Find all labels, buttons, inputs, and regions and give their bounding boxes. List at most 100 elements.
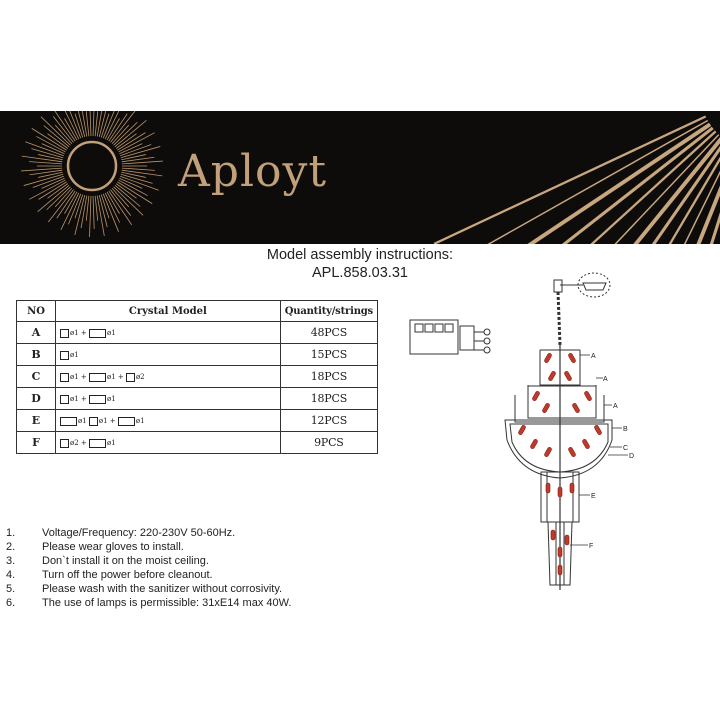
crystal-rect-icon bbox=[60, 416, 77, 426]
row-qty: 15PCS bbox=[279, 343, 379, 366]
sun-ray bbox=[110, 189, 132, 216]
sun-ray bbox=[29, 179, 66, 200]
row-letter: A bbox=[16, 321, 56, 344]
sun-ray bbox=[120, 175, 159, 191]
wiring-terminal-icon bbox=[409, 319, 491, 355]
sun-ray bbox=[102, 111, 115, 139]
bulb-icon bbox=[544, 447, 552, 457]
bulb-icon bbox=[569, 482, 575, 494]
note-item: 2.Please wear gloves to install. bbox=[6, 541, 184, 553]
sun-ray bbox=[633, 137, 720, 244]
sun-ray bbox=[117, 132, 146, 151]
label-b: B bbox=[623, 426, 628, 433]
sun-ray bbox=[119, 143, 143, 155]
table-row: C ø1 + ø1 + ø2 18PCS bbox=[16, 365, 379, 388]
sun-ray bbox=[64, 191, 78, 214]
row-qty: 9PCS bbox=[279, 431, 379, 454]
doc-title: Model assembly instructions: bbox=[266, 247, 454, 263]
sun-ray bbox=[104, 192, 120, 223]
label-d: D bbox=[629, 453, 634, 460]
sun-ray bbox=[487, 119, 709, 244]
table-header-row: NO Crystal Model Quantity/strings bbox=[16, 300, 379, 322]
sun-ray bbox=[47, 189, 74, 223]
row-letter: B bbox=[16, 343, 56, 366]
bulb-icon bbox=[557, 486, 563, 498]
sun-ray bbox=[38, 154, 63, 161]
sun-ray bbox=[64, 111, 80, 140]
sun-ray bbox=[32, 175, 64, 188]
sun-ray bbox=[110, 111, 136, 143]
sun-ray bbox=[98, 195, 108, 228]
sun-ray bbox=[120, 144, 152, 157]
header-qty: Quantity/strings bbox=[279, 300, 379, 322]
sun-ray bbox=[81, 111, 88, 137]
sun-ray bbox=[74, 195, 86, 235]
sun-ray bbox=[120, 173, 153, 184]
sun-ray bbox=[683, 170, 720, 244]
header-no: NO bbox=[16, 300, 56, 322]
label-a: A bbox=[613, 403, 618, 410]
sun-ray bbox=[106, 191, 120, 214]
table-row: A ø1 + ø1 48PCS bbox=[16, 321, 379, 344]
sun-ray bbox=[433, 115, 707, 244]
crystal-rect-icon bbox=[88, 394, 106, 404]
sun-ray bbox=[37, 184, 70, 212]
sun-ray bbox=[121, 167, 155, 171]
sun-ray bbox=[21, 155, 63, 163]
sun-ring bbox=[66, 140, 118, 192]
bulb-icon bbox=[568, 447, 576, 457]
sun-ray bbox=[47, 183, 68, 199]
model-number: APL.858.03.31 bbox=[312, 265, 408, 281]
row-letter: E bbox=[16, 409, 56, 432]
sun-ray bbox=[46, 186, 71, 211]
bulb-icon bbox=[572, 403, 580, 413]
bulb-icon bbox=[530, 439, 538, 449]
bulb-icon bbox=[544, 353, 552, 363]
sun-ray bbox=[114, 120, 147, 148]
sun-ray bbox=[668, 156, 720, 244]
sun-ray bbox=[561, 126, 714, 244]
sun-ray bbox=[92, 111, 95, 137]
sun-ray bbox=[117, 181, 153, 204]
table-row: E ø1 ø1 + ø1 12PCS bbox=[16, 409, 379, 432]
label-a: A bbox=[603, 376, 608, 383]
bulb-icon bbox=[557, 564, 563, 576]
table-row: D ø1 + ø1 18PCS bbox=[16, 387, 379, 410]
sun-ray bbox=[47, 133, 68, 149]
sun-ray bbox=[89, 111, 92, 137]
sunburst-graphic bbox=[21, 111, 720, 244]
sun-ray bbox=[527, 122, 712, 244]
sun-ray bbox=[121, 154, 146, 161]
crystal-square-icon bbox=[60, 394, 69, 404]
sun-ray bbox=[100, 113, 110, 138]
sun-ray bbox=[74, 194, 84, 219]
sun-ray bbox=[696, 185, 720, 244]
crystal-rect-icon bbox=[88, 438, 106, 448]
sun-ray bbox=[121, 160, 163, 165]
bulb-icon bbox=[564, 534, 570, 546]
sun-ray bbox=[651, 145, 720, 244]
sun-ray bbox=[94, 111, 99, 137]
sun-ray bbox=[104, 111, 120, 140]
sun-ray bbox=[85, 195, 90, 221]
sun-ray bbox=[116, 183, 137, 199]
sun-ray bbox=[108, 113, 128, 142]
crystal-square-icon bbox=[60, 350, 69, 360]
sun-ray bbox=[31, 148, 64, 159]
sun-ray bbox=[96, 195, 105, 236]
sun-ray bbox=[121, 169, 163, 177]
crystal-rect-icon bbox=[117, 416, 135, 426]
bulb-icon bbox=[550, 529, 556, 541]
sun-ray bbox=[113, 121, 138, 146]
note-item: 4.Turn off the power before cleanout. bbox=[6, 569, 213, 581]
crystal-square-icon bbox=[60, 328, 69, 338]
sun-ray bbox=[38, 181, 67, 200]
sun-ray bbox=[23, 173, 64, 186]
bulb-icon bbox=[532, 391, 540, 401]
bulbs-group bbox=[518, 353, 602, 576]
sun-ray bbox=[60, 192, 80, 230]
bulb-icon bbox=[548, 371, 556, 381]
bulb-icon bbox=[584, 391, 592, 401]
crystal-square-icon bbox=[125, 372, 135, 382]
sun-ray bbox=[36, 136, 66, 153]
